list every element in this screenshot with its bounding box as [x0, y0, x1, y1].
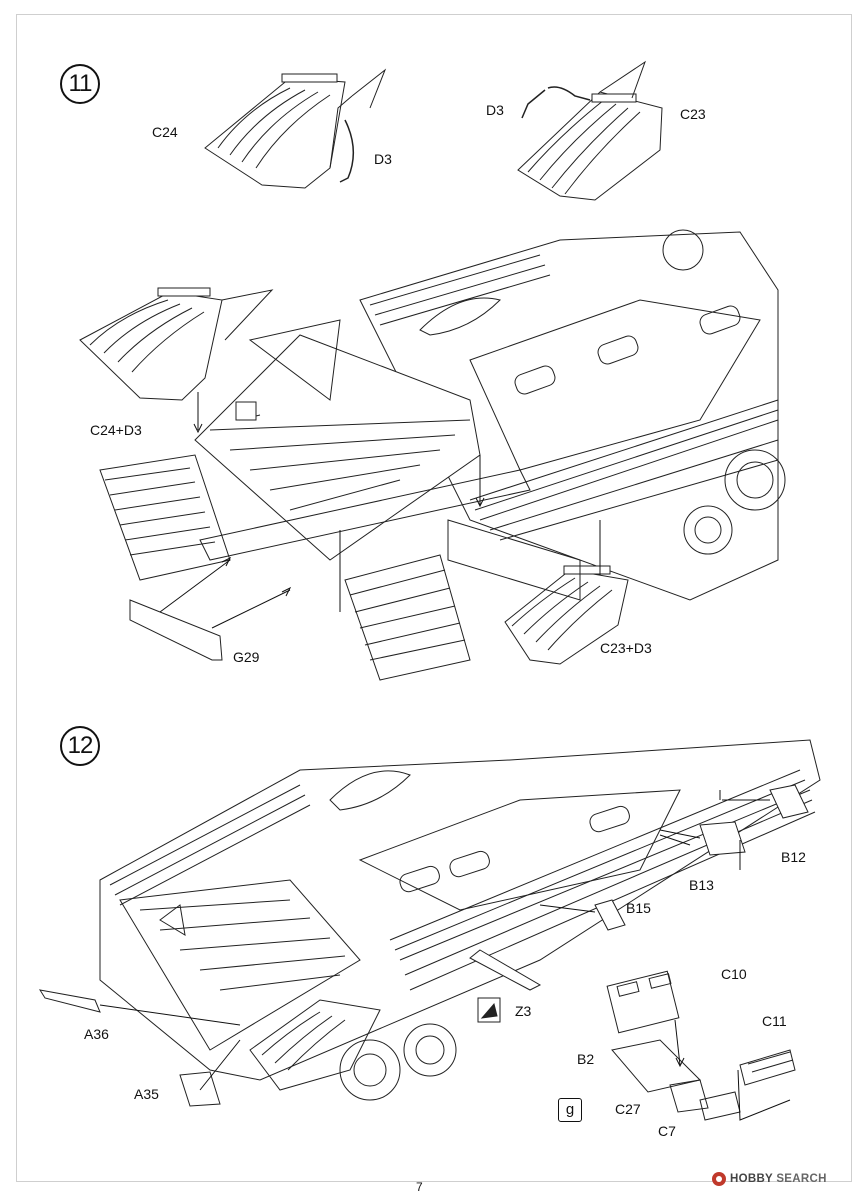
label-b13: B13 [689, 877, 714, 893]
label-c23-d3: C23+D3 [600, 640, 652, 656]
label-z3: Z3 [515, 1003, 532, 1019]
label-d3-right: D3 [486, 102, 504, 118]
hull-step12-illustration [38, 739, 821, 1101]
watermark: HOBBY SEARCH [712, 1172, 827, 1186]
label-a35: A35 [134, 1086, 159, 1102]
part-g29-illustration [129, 599, 223, 661]
fender-c24-d3-illustration [79, 287, 274, 401]
small-parts-step12 [179, 784, 809, 1121]
fender-c23-illustration [517, 60, 663, 201]
assembly-lines-step12 [99, 790, 791, 1121]
page-frame [16, 14, 852, 1182]
label-c24-d3: C24+D3 [90, 422, 142, 438]
tracks-step11-illustration [99, 319, 531, 681]
page-number: 7 [416, 1180, 423, 1194]
fender-c24-illustration [204, 68, 387, 189]
label-c24: C24 [152, 124, 178, 140]
label-b12: B12 [781, 849, 806, 865]
hull-step11-illustration [359, 229, 786, 601]
step-12-number: 12 [60, 726, 100, 766]
label-g29: G29 [233, 649, 260, 665]
label-b2: B2 [577, 1051, 595, 1067]
label-b15: B15 [626, 900, 651, 916]
label-c23: C23 [680, 106, 706, 122]
option-g-box: g [558, 1098, 582, 1122]
step-11-number: 11 [60, 64, 100, 104]
label-c11: C11 [762, 1013, 787, 1029]
label-c7: C7 [658, 1123, 676, 1139]
watermark-text-a: HOBBY [730, 1173, 773, 1185]
assembly-arrows-step11 [159, 392, 601, 629]
label-c27: C27 [615, 1101, 641, 1117]
hobbysearch-logo-icon [712, 1172, 726, 1186]
label-d3-left: D3 [374, 151, 392, 167]
watermark-text-b: SEARCH [776, 1173, 827, 1185]
fender-c23-d3-illustration [447, 519, 629, 665]
label-a36: A36 [84, 1026, 109, 1042]
label-c10: C10 [721, 966, 747, 982]
